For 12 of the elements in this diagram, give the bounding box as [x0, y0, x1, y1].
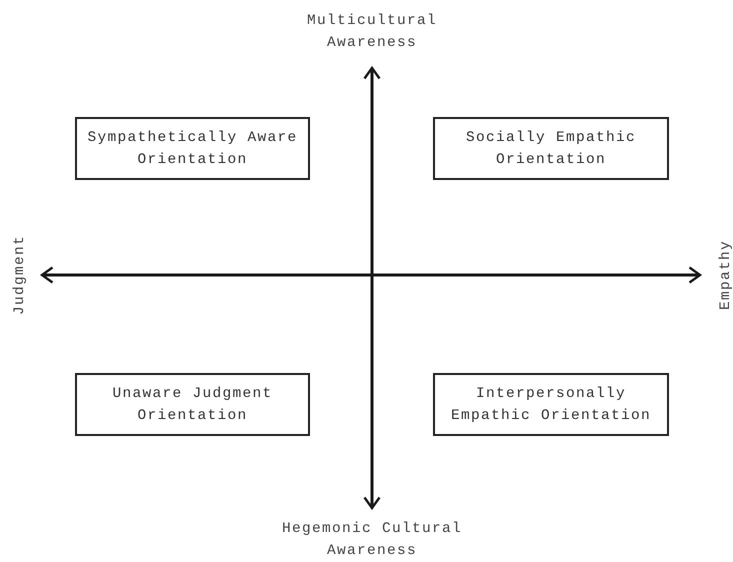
- quadrant-box: [75, 117, 310, 180]
- axis-label: Multicultural Awareness: [306, 12, 438, 53]
- quadrant-box: [433, 117, 669, 180]
- quadrant-label: Sympathetically Aware Orientation: [86, 128, 299, 170]
- axis-label: Empathy: [717, 240, 733, 310]
- quadrant-label: Interpersonally Empathic Orientation: [450, 384, 652, 426]
- quadrant-box: [75, 373, 310, 436]
- axis-label: Hegemonic Cultural Awareness: [280, 520, 464, 561]
- quadrant-label: Unaware Judgment Orientation: [111, 384, 274, 426]
- axis-label: Judgment: [11, 235, 29, 315]
- quadrant-label: Socially Empathic Orientation: [464, 128, 638, 170]
- quadrant-box: [433, 373, 669, 436]
